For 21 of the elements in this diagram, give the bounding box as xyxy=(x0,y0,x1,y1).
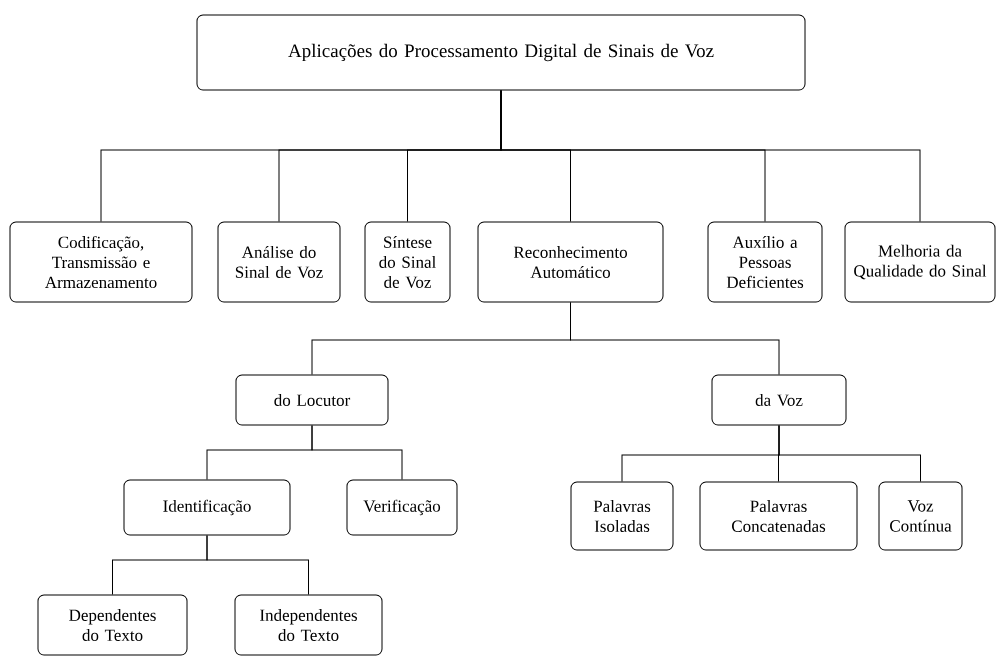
connector xyxy=(311,425,403,480)
connector xyxy=(570,302,780,375)
category-box: Verificação xyxy=(346,479,458,536)
category-box: do Locutor xyxy=(235,374,389,426)
category-box: Auxílio a Pessoas Deficientes xyxy=(707,221,823,303)
category-box: Análise do Sinal de Voz xyxy=(217,221,341,303)
category-box: Reconhecimento Automático xyxy=(477,221,664,303)
category-box: Dependentes do Texto xyxy=(37,594,188,656)
connector xyxy=(778,425,921,482)
category-box: Independentes do Texto xyxy=(234,594,383,656)
category-box: Palavras Isoladas xyxy=(570,481,674,551)
connector xyxy=(500,90,921,222)
connector xyxy=(206,535,309,595)
category-box: Voz Contínua xyxy=(878,481,963,551)
category-box: Melhoria da Qualidade do Sinal xyxy=(844,221,996,303)
category-box: Identificação xyxy=(123,479,291,536)
title-box: Aplicações do Processamento Digital de Sinais de Voz xyxy=(196,14,806,91)
category-box: Palavras Concatenadas xyxy=(699,481,858,551)
category-box: da Voz xyxy=(711,374,847,426)
category-box: Síntese do Sinal de Voz xyxy=(364,221,451,303)
category-box: Codificação, Transmissão e Armazenamento xyxy=(9,221,193,303)
